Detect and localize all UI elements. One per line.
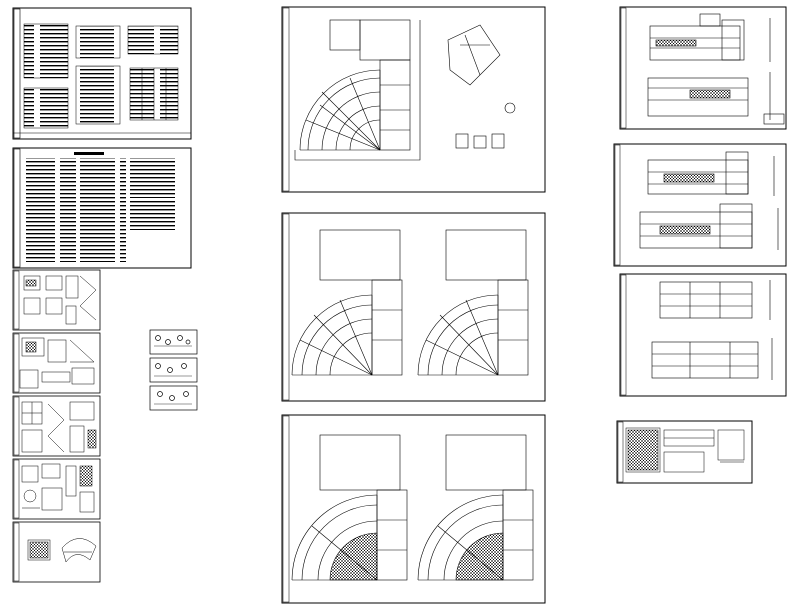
hatched-fan-right — [417, 434, 534, 581]
sheet-details-4[interactable] — [12, 458, 101, 520]
sheet-design-notes-tables[interactable] — [12, 7, 192, 140]
sheet-site-detail[interactable] — [12, 521, 101, 583]
sheet-floor-plan-main[interactable] — [281, 6, 546, 193]
sheet-detail-strip[interactable] — [616, 420, 753, 484]
floating-detail-2[interactable] — [149, 357, 198, 383]
elevation-side — [639, 203, 779, 250]
sheet-details-1[interactable] — [12, 269, 101, 331]
elevation-bottom — [647, 72, 785, 125]
sheet-floor-plan-pair-hatched[interactable] — [281, 414, 546, 604]
sheet-details-3[interactable] — [12, 395, 101, 457]
fan-plan-left — [291, 229, 403, 376]
elevation-front — [647, 151, 775, 196]
sheet-sections[interactable] — [619, 273, 787, 397]
notes-table-2 — [75, 25, 121, 125]
notes-table-3 — [127, 25, 179, 121]
section-a — [659, 280, 771, 320]
fan-plan-right — [417, 229, 529, 376]
key-plan — [447, 24, 516, 114]
floating-detail-1[interactable] — [149, 329, 198, 355]
sheet-details-2[interactable] — [12, 332, 101, 394]
sheet-elevations-2[interactable] — [613, 143, 787, 267]
sheet-floor-plan-pair[interactable] — [281, 212, 546, 402]
elevation-top — [649, 13, 771, 62]
section-b — [651, 338, 773, 380]
sheet-text-notes[interactable] — [12, 147, 192, 269]
fan-plan-main — [294, 19, 421, 161]
hatched-fan-left — [291, 434, 408, 581]
sheet-elevations-1[interactable] — [619, 6, 787, 130]
notes-table-1 — [23, 23, 69, 129]
floating-detail-3[interactable] — [149, 385, 198, 411]
small-elevations — [455, 133, 505, 149]
